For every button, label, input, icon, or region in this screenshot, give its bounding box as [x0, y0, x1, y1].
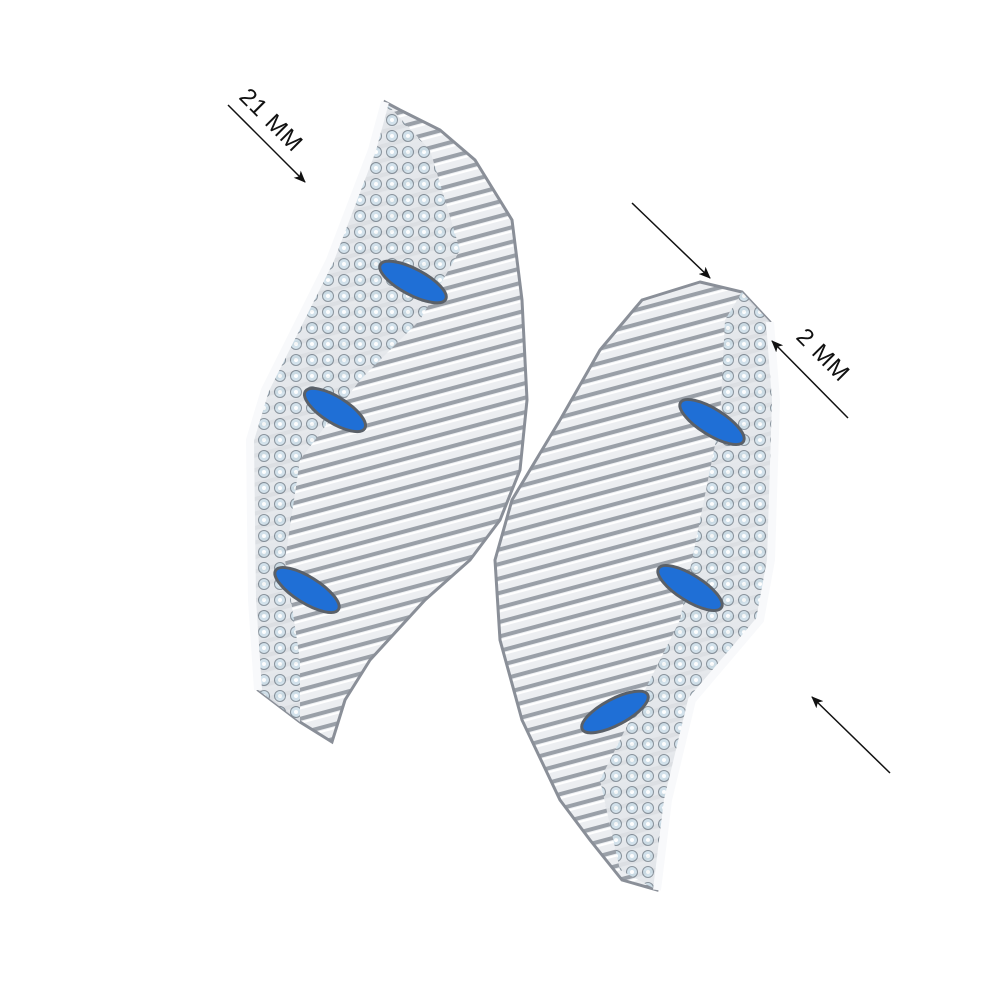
- blue-stone: [303, 386, 367, 434]
- width-arrow: [227, 104, 306, 183]
- thickness-arrow-right: [771, 340, 849, 419]
- blue-stone: [678, 398, 746, 446]
- blue-marquise-stones: [273, 259, 746, 735]
- blue-stone: [656, 564, 724, 612]
- width-label: 21 MM: [234, 83, 309, 158]
- blue-stone: [378, 259, 448, 305]
- blue-stone: [273, 566, 341, 614]
- width-dimension: 21 MM: [227, 83, 309, 183]
- thickness-arrow-bottom: [811, 696, 891, 774]
- thickness-label: 2 MM: [791, 323, 855, 387]
- ring-left-band: [245, 99, 529, 745]
- blue-stone: [580, 689, 650, 735]
- thickness-arrow-top: [631, 202, 711, 279]
- ring-right-band: [493, 280, 781, 892]
